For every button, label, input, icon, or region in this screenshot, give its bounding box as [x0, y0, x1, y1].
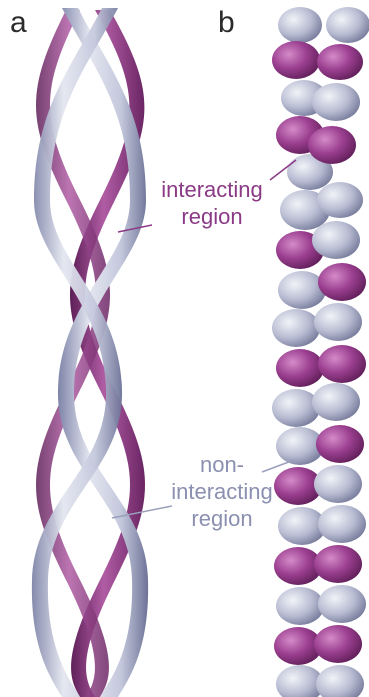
panel-b-label: b — [218, 8, 235, 38]
panel-b-coiled-strands — [272, 7, 369, 697]
interacting-label-line-1: interacting — [148, 176, 276, 203]
panel-a-label: a — [10, 8, 27, 38]
interacting-region-label: interacting region — [148, 176, 276, 230]
non-interacting-label-line-3: region — [168, 505, 276, 532]
non-interacting-region-label: non- interacting region — [168, 451, 276, 532]
non-interacting-label-line-1: non- — [168, 451, 276, 478]
interacting-label-line-2: region — [148, 203, 276, 230]
non-interacting-label-line-2: interacting — [168, 478, 276, 505]
